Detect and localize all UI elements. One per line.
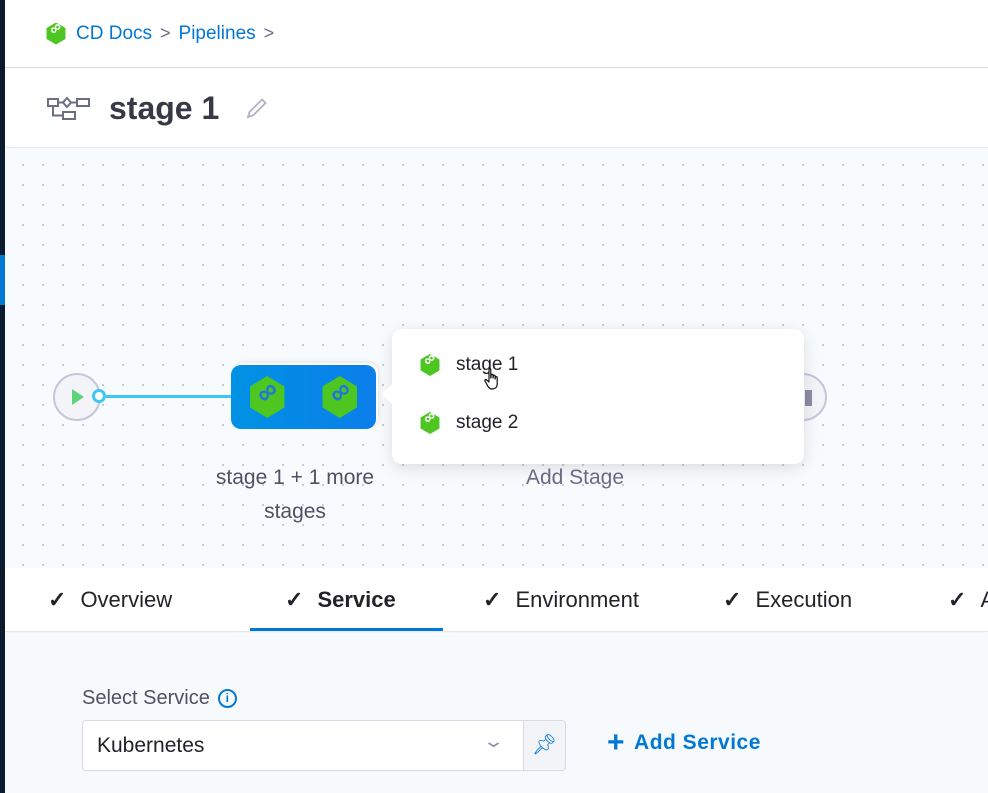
- active-tab-indicator: [250, 628, 443, 631]
- pipeline-stages-icon: [47, 96, 90, 120]
- tab-execution[interactable]: ✓ Execution: [723, 568, 852, 631]
- info-icon[interactable]: i: [217, 689, 237, 708]
- add-service-label: Add Service: [634, 731, 761, 754]
- service-panel: Select Service i Kubernetes ⌄ 📌︎ + Add Serv…: [5, 633, 988, 793]
- tab-service[interactable]: ✓ Service: [285, 568, 396, 631]
- stage-item-label: stage 2: [456, 412, 519, 433]
- popover-stage-item[interactable]: stage 2: [419, 412, 518, 434]
- connector-port: [92, 389, 106, 403]
- chevron-down-icon: ⌄: [482, 731, 505, 751]
- check-icon: ✓: [948, 586, 967, 612]
- stage-icon: [420, 412, 440, 434]
- select-service-label: Select Service i: [82, 687, 237, 710]
- check-icon: ✓: [723, 586, 742, 612]
- popover-stage-item[interactable]: stage 1: [419, 354, 518, 376]
- breadcrumb-cd-docs[interactable]: CD Docs: [76, 22, 153, 44]
- pin-button[interactable]: 📌︎: [523, 720, 566, 771]
- stage-icon: [322, 376, 357, 418]
- add-service-button[interactable]: + Add Service: [607, 726, 761, 759]
- tab-label: Execution: [755, 586, 853, 612]
- cd-module-icon: [46, 22, 66, 45]
- pipeline-canvas[interactable]: stage 1 + 1 more stages Add Stage stage …: [5, 149, 988, 568]
- page-title: stage 1: [109, 89, 220, 126]
- check-icon: ✓: [285, 586, 304, 612]
- stage-tabs: ✓ Overview ✓ Service ✓ Environment ✓ Executi…: [5, 568, 988, 632]
- breadcrumb: CD Docs > Pipelines >: [5, 0, 988, 68]
- stage-icon: [420, 354, 440, 376]
- connector-line: [106, 395, 232, 398]
- pin-icon: 📌︎: [531, 734, 558, 756]
- stage-group-label: stage 1 + 1 more stages: [215, 466, 375, 523]
- nav-sidebar: [0, 0, 5, 793]
- tab-overview[interactable]: ✓ Overview: [48, 568, 172, 631]
- tab-label: A: [980, 586, 988, 612]
- nav-active-indicator: [0, 255, 5, 305]
- hand-cursor-icon: [484, 368, 498, 390]
- chevron-right-icon: >: [263, 23, 275, 43]
- stage-item-label: stage 1: [456, 354, 519, 375]
- tab-label: Service: [317, 586, 396, 612]
- breadcrumb-pipelines[interactable]: Pipelines: [178, 22, 256, 44]
- label-text: Select Service: [82, 687, 210, 709]
- add-stage-button[interactable]: Add Stage: [525, 466, 625, 489]
- service-select-value: Kubernetes: [97, 733, 205, 757]
- stage-group-node[interactable]: [231, 365, 376, 429]
- chevron-right-icon: >: [160, 23, 171, 43]
- tab-label: Environment: [515, 586, 639, 612]
- service-select[interactable]: Kubernetes ⌄: [82, 720, 524, 771]
- edit-pencil-icon[interactable]: [245, 96, 269, 120]
- stage-group-popover: stage 1 stage 2: [382, 329, 804, 464]
- stage-header: stage 1: [5, 69, 988, 148]
- check-icon: ✓: [483, 586, 502, 612]
- check-icon: ✓: [48, 586, 67, 612]
- stage-icon: [250, 376, 285, 418]
- tab-environment[interactable]: ✓ Environment: [483, 568, 639, 631]
- tab-advanced[interactable]: ✓A: [948, 568, 988, 631]
- plus-icon: +: [607, 726, 626, 759]
- tab-label: Overview: [80, 586, 173, 612]
